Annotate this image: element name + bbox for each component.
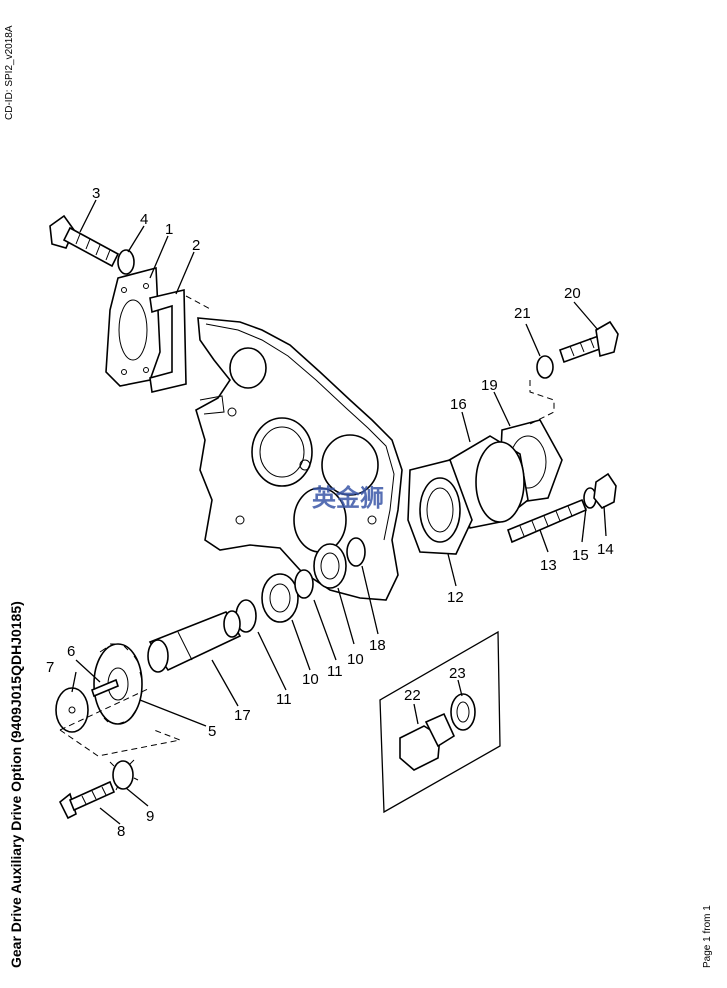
callout-6: 6 <box>67 643 75 660</box>
callout-16: 16 <box>450 396 467 413</box>
part-22-plug <box>399 712 456 771</box>
part-9-lock-washer <box>109 759 139 791</box>
callout-11-lower: 11 <box>276 691 292 708</box>
callout-1: 1 <box>165 221 173 238</box>
callout-4: 4 <box>140 211 148 228</box>
gear-housing <box>195 317 403 601</box>
callout-8: 8 <box>117 823 125 840</box>
part-7-plate <box>55 687 89 733</box>
callout-21: 21 <box>514 305 531 322</box>
part-17-shaft <box>147 610 242 673</box>
leader-lines <box>71 199 607 825</box>
part-1-bracket <box>105 266 161 387</box>
alignment-line <box>59 687 182 757</box>
callout-18: 18 <box>369 637 386 654</box>
callout-12: 12 <box>447 589 464 606</box>
part-20-bolt <box>558 320 619 364</box>
part-2-gasket <box>149 288 187 393</box>
callout-10-upper: 10 <box>347 651 364 668</box>
callout-7: 7 <box>46 659 54 676</box>
callout-19: 19 <box>481 377 498 394</box>
callout-23: 23 <box>449 665 466 682</box>
callouts: 3 4 1 2 20 21 19 16 13 15 14 12 18 10 11… <box>46 185 614 840</box>
part-6-pin <box>91 678 119 698</box>
callout-9: 9 <box>146 808 154 825</box>
part-12-flange <box>407 459 473 555</box>
callout-13: 13 <box>540 557 557 574</box>
callout-5: 5 <box>208 723 216 740</box>
part-4-washer <box>117 249 135 275</box>
callout-15: 15 <box>572 547 589 564</box>
part-23-seal <box>450 693 476 731</box>
callout-11-upper: 11 <box>327 663 343 680</box>
alignment-line <box>185 295 213 311</box>
callout-20: 20 <box>564 285 581 302</box>
part-21-washer <box>536 355 554 379</box>
inset-box <box>379 630 501 814</box>
callout-17: 17 <box>234 707 251 724</box>
part-10-bearing-lower <box>261 573 299 623</box>
callout-22: 22 <box>404 687 421 704</box>
alignment-line <box>529 380 555 425</box>
part-14-nut <box>593 472 617 510</box>
callout-3: 3 <box>92 185 100 202</box>
part-10-bearing-upper <box>313 543 347 589</box>
callout-2: 2 <box>192 237 200 254</box>
part-8-screw <box>58 780 116 820</box>
callout-14: 14 <box>597 541 614 558</box>
part-3-bolt <box>49 214 120 268</box>
part-18-ring <box>346 537 366 567</box>
watermark-logo: 英金狮 <box>312 484 384 512</box>
part-11-ring-upper <box>294 569 314 599</box>
callout-10-lower: 10 <box>302 671 319 688</box>
